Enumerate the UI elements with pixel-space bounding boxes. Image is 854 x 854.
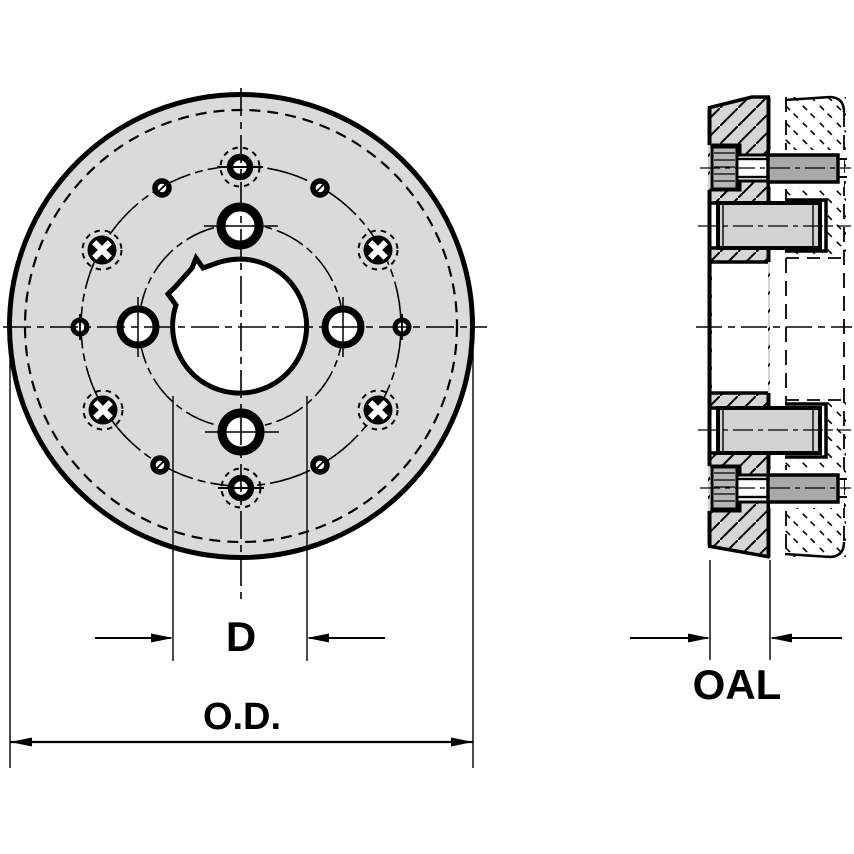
counterbore-hidden-circle xyxy=(357,229,399,271)
counterbore-hidden-circle xyxy=(81,229,123,271)
plate-bottom-edge xyxy=(707,544,771,559)
front-view xyxy=(3,88,487,602)
arrowhead-left xyxy=(10,737,32,747)
overall-length-label: OAL xyxy=(693,661,782,708)
thread-slash xyxy=(313,181,327,195)
thread-slash xyxy=(313,458,327,472)
screw-slot xyxy=(93,400,113,420)
screw-head-knurl xyxy=(714,152,735,182)
tapped-hole-lr xyxy=(310,455,330,475)
screw-slot xyxy=(368,400,388,420)
screw-head-knurl xyxy=(714,472,735,502)
cap-screw-upper-left xyxy=(81,229,123,271)
counterbore-hidden-circle xyxy=(220,467,262,509)
pilot-diameter-label: D xyxy=(226,613,256,660)
plate-bore-outline xyxy=(711,260,768,395)
cap-screw-lower-right xyxy=(357,389,399,431)
thread-runout-ticks xyxy=(839,158,847,178)
thread-slash xyxy=(153,458,167,472)
dimension-outer-diameter: O.D. xyxy=(9,332,474,768)
arrowhead-right xyxy=(151,633,173,643)
arrowhead-left xyxy=(770,633,792,643)
dimension-overall-length: OAL xyxy=(630,560,842,708)
cap-screw-lower-left xyxy=(82,389,124,431)
plate-top-edge xyxy=(707,95,770,110)
spindle-bottom-edge xyxy=(784,541,846,559)
side-view xyxy=(696,95,852,559)
screw-slot xyxy=(368,240,388,260)
arrowhead-right xyxy=(688,633,710,643)
tapped-hole-ul xyxy=(152,178,172,198)
counterbore-hidden-circle xyxy=(219,146,261,188)
tapped-hole-ll xyxy=(150,455,170,475)
cap-screw-upper-right xyxy=(357,229,399,271)
pilot-bore-keyway xyxy=(164,252,310,396)
thread-slash xyxy=(155,181,169,195)
slot-hole-top xyxy=(217,146,263,188)
dimension-pilot-diameter: D xyxy=(95,396,385,661)
thread-runout-ticks xyxy=(839,478,847,498)
arrowhead-right xyxy=(451,737,473,747)
outer-diameter-label: O.D. xyxy=(203,696,281,738)
counterbore-hidden-circle xyxy=(82,389,124,431)
tapped-hole-ur xyxy=(310,178,330,198)
arrowhead-left xyxy=(307,633,329,643)
spindle-top-edge xyxy=(784,95,846,113)
screw-slot xyxy=(92,240,112,260)
counterbore-hidden-circle xyxy=(357,389,399,431)
counterbore-hole-top xyxy=(204,202,278,250)
